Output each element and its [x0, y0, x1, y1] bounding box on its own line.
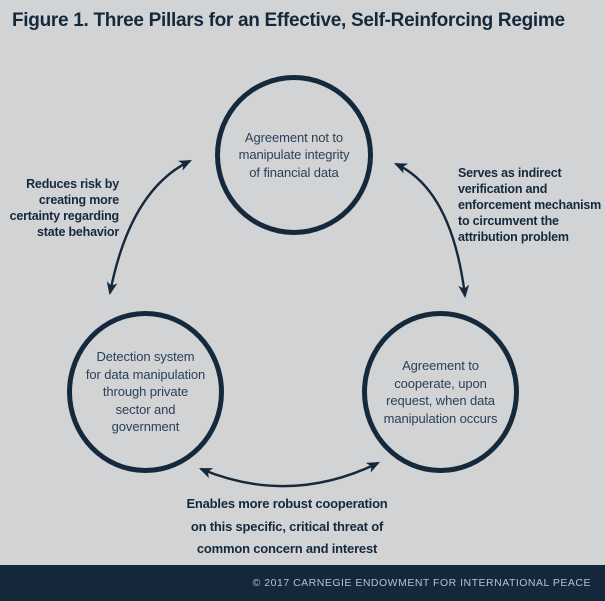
node-text-line: manipulate integrity	[238, 147, 350, 163]
arrow-detection-to-agreement	[106, 159, 192, 296]
label-line: state behavior	[37, 225, 119, 239]
node-text: Detection system for data manipulation t…	[86, 348, 205, 436]
arrow-agreement-to-cooperation	[394, 162, 470, 299]
label-line: verification and	[458, 182, 548, 196]
node-text-line: Detection system	[96, 349, 195, 365]
label-line: certainty regarding	[9, 209, 120, 223]
node-text-line: request, when data	[386, 393, 495, 408]
label-line: attribution problem	[458, 230, 569, 244]
node-text-line: through private	[102, 384, 189, 400]
node-agreement-not-to-manipulate: Agreement not to manipulate integrity of…	[215, 75, 373, 235]
node-detection-system: Detection system for data manipulation t…	[67, 311, 224, 473]
node-text: Agreement to cooperate, upon request, wh…	[384, 357, 498, 427]
node-text-line: sector and	[115, 401, 176, 417]
copyright-text: © 2017 CARNEGIE ENDOWMENT FOR INTERNATIO…	[252, 577, 591, 589]
label-line: creating more	[38, 193, 119, 207]
node-text: Agreement not to manipulate integrity of…	[239, 129, 350, 182]
node-text-line: for data manipulation	[85, 366, 206, 382]
node-text-line: Agreement not to	[244, 129, 344, 145]
label-indirect-verification: Serves as indirect verification and enfo…	[458, 165, 601, 245]
node-text-line: cooperate, upon	[394, 375, 487, 391]
label-line: Serves as indirect	[458, 166, 562, 180]
figure-title: Figure 1. Three Pillars for an Effective…	[12, 10, 565, 31]
node-text-line: of financial data	[249, 164, 339, 180]
arrow-detection-to-cooperation	[198, 461, 380, 488]
node-agreement-to-cooperate: Agreement to cooperate, upon request, wh…	[362, 311, 519, 473]
label-line: common concern and interest	[196, 541, 378, 556]
label-line: Enables more robust cooperation	[186, 496, 388, 511]
label-line: to circumvent the	[458, 214, 559, 228]
label-reduces-risk: Reduces risk by creating more certainty …	[0, 176, 120, 240]
label-line: on this specific, critical threat of	[190, 518, 384, 534]
label-robust-cooperation: Enables more robust cooperation on this …	[137, 493, 437, 561]
node-text-line: Agreement to	[402, 358, 479, 373]
label-line: Reduces risk by	[26, 177, 119, 191]
footer-bar: © 2017 CARNEGIE ENDOWMENT FOR INTERNATIO…	[0, 565, 605, 601]
node-text-line: government	[111, 419, 180, 435]
label-line: enforcement mechanism	[458, 198, 602, 212]
node-text-line: manipulation occurs	[383, 410, 498, 426]
